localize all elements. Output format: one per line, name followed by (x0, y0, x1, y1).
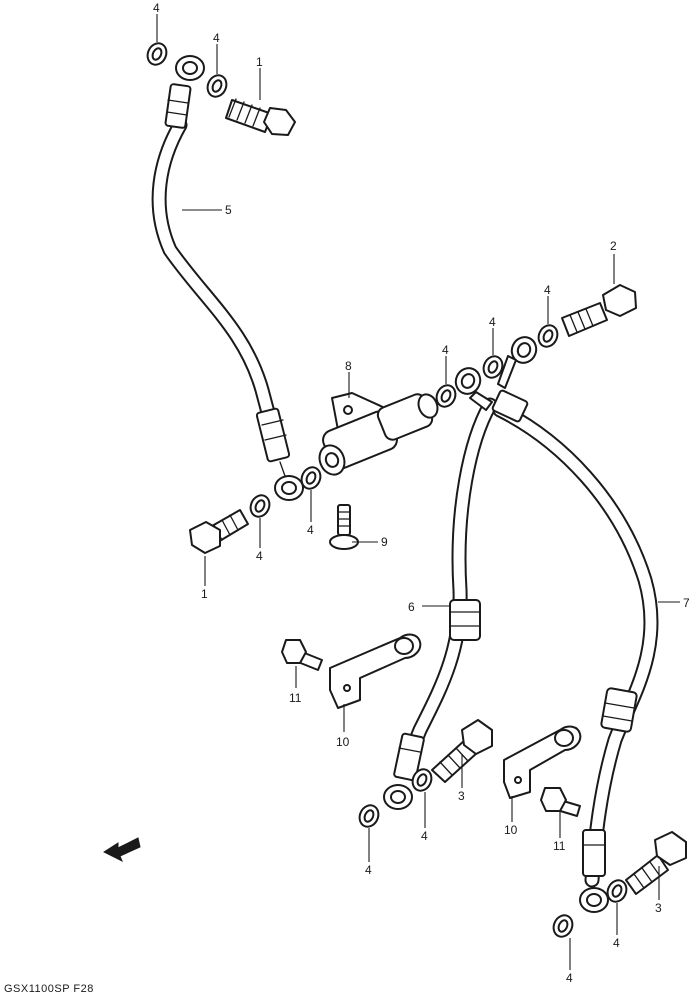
callout-union-bolt-1: 1 (256, 55, 263, 69)
callout-clamp-10: 10 (504, 823, 518, 837)
clamp-10-left (329, 633, 422, 709)
washer-4d (482, 355, 504, 379)
brake-hose-6 (383, 397, 498, 810)
callout-labels: 4 4 1 5 2 4 4 4 8 1 4 4 9 6 7 11 10 3 4 … (153, 1, 690, 985)
callout-bolt-9: 9 (381, 535, 388, 549)
washer-4h (358, 804, 380, 828)
washer-4k (606, 879, 628, 903)
bolt-11-right (540, 787, 581, 817)
washer-4i (411, 768, 433, 792)
washer-4c (537, 324, 559, 348)
callout-washer-4: 4 (365, 863, 372, 877)
bolt-11-left (281, 639, 323, 671)
washer-4g (300, 466, 322, 490)
callout-union-bolt-1: 1 (201, 587, 208, 601)
front-direction-arrow-icon (102, 837, 141, 863)
callout-clamp-10: 10 (336, 735, 350, 749)
figure-code: GSX1100SP F28 (4, 983, 94, 995)
callout-washer-4: 4 (213, 31, 220, 45)
callout-joint-8: 8 (345, 359, 352, 373)
callout-hose-5: 5 (225, 203, 232, 217)
banjo-eyes-joint (454, 336, 538, 411)
brake-hose-5 (151, 55, 304, 501)
washer-4f (249, 494, 271, 518)
callout-bolt-3: 3 (655, 901, 662, 915)
callout-hose-6: 6 (408, 600, 415, 614)
union-bolt-2 (561, 284, 637, 337)
clamp-10-right (503, 725, 582, 799)
union-bolt-3-bottom (625, 831, 687, 895)
callout-washer-4: 4 (421, 829, 428, 843)
brake-hose-7 (491, 389, 659, 913)
callout-washer-4: 4 (613, 936, 620, 950)
callout-washer-4: 4 (544, 283, 551, 297)
callout-washer-4: 4 (442, 343, 449, 357)
washer-4e (435, 384, 457, 408)
callout-washer-4: 4 (566, 971, 573, 985)
washer-4j (552, 914, 574, 938)
washer-4a (146, 42, 168, 66)
callout-bolt-3: 3 (458, 789, 465, 803)
callout-washer-4: 4 (489, 315, 496, 329)
bolt-9 (329, 504, 359, 550)
callout-hose-7: 7 (683, 596, 690, 610)
callout-washer-4: 4 (256, 549, 263, 563)
callout-bolt-11: 11 (553, 839, 566, 853)
washer-4b (206, 74, 228, 98)
callout-bolt-11: 11 (289, 691, 302, 705)
union-bolt-1-bottom (189, 509, 249, 554)
three-way-joint-8 (318, 392, 439, 476)
union-bolt-3-middle (431, 719, 493, 783)
callout-washer-4: 4 (153, 1, 160, 15)
callout-washer-4: 4 (307, 523, 314, 537)
washers (146, 42, 628, 938)
union-bolt-1-top (225, 98, 296, 136)
callout-union-bolt-2: 2 (610, 239, 617, 253)
leader-lines (156, 14, 680, 970)
